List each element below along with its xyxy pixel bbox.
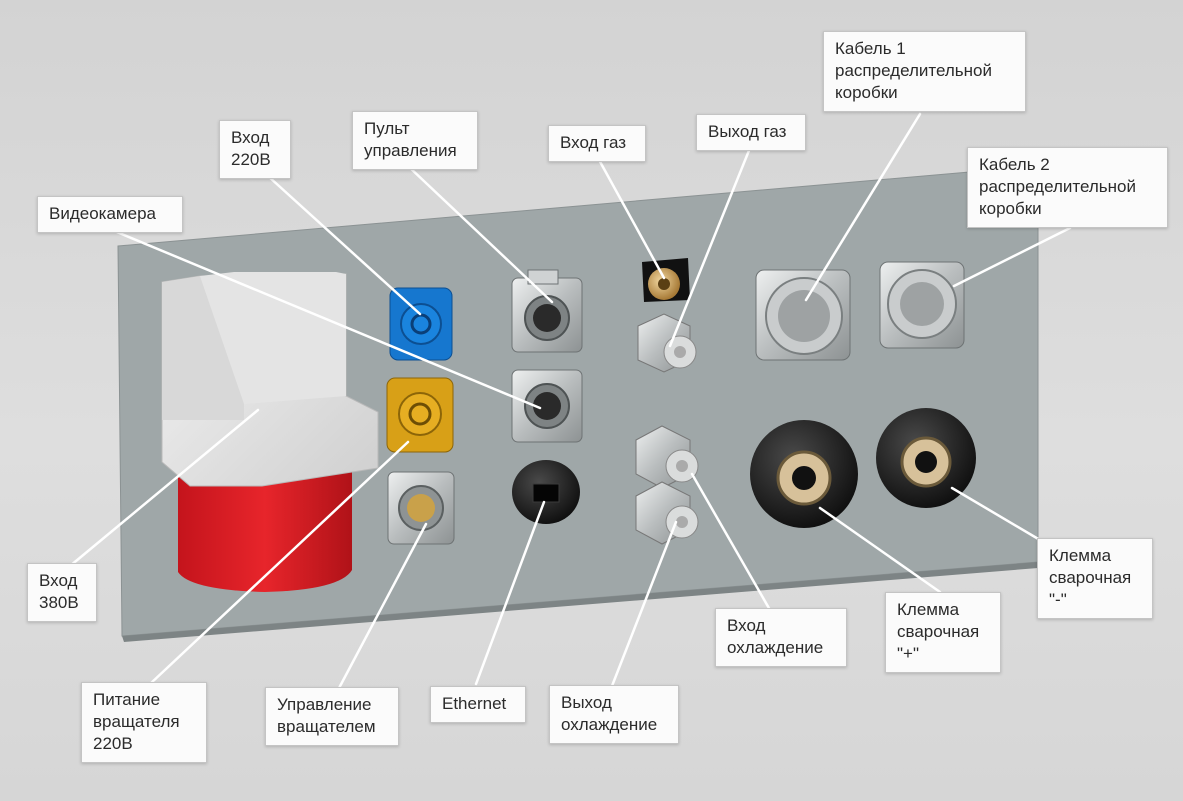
leader-line-vhod-ohl bbox=[690, 472, 772, 612]
connector-video-camera bbox=[511, 369, 583, 443]
label-pult-upravleniya: Пульт управления bbox=[352, 111, 478, 170]
connector-cable-2 bbox=[879, 261, 965, 349]
powercon-yellow bbox=[386, 377, 454, 453]
label-klemma-minus: Клемма сварочная "-" bbox=[1037, 538, 1153, 619]
gas-input-fitting bbox=[642, 258, 690, 302]
label-vyhod-gaz: Выход газ bbox=[696, 114, 806, 151]
leader-line-klemma-plus bbox=[818, 506, 942, 594]
plug-380v bbox=[161, 272, 379, 592]
welding-terminal-plus bbox=[750, 420, 858, 528]
mounting-panel-edge bbox=[122, 562, 1038, 642]
connector-control-panel bbox=[511, 269, 583, 353]
connector-rotator-control bbox=[387, 471, 455, 545]
leader-line-upravlenie bbox=[336, 522, 428, 692]
connector-ethernet bbox=[512, 460, 580, 524]
label-videokamera: Видеокамера bbox=[37, 196, 183, 233]
leader-line-vyhod-gaz bbox=[668, 146, 752, 348]
label-pitanie-vrashchatelya: Питание вращателя 220В bbox=[81, 682, 207, 763]
leader-line-vhod-380 bbox=[68, 408, 260, 568]
leader-line-kabel-2 bbox=[952, 226, 1072, 288]
label-klemma-plus: Клемма сварочная "+" bbox=[885, 592, 1001, 673]
leader-line-ethernet bbox=[474, 500, 546, 686]
leader-line-vhod-gaz bbox=[596, 156, 666, 280]
connector-cable-1 bbox=[755, 269, 851, 361]
label-vyhod-ohlazhdenie: Выход охлаждение bbox=[549, 685, 679, 744]
leader-line-vyhod-ohl bbox=[610, 520, 678, 688]
powercon-blue bbox=[389, 287, 453, 361]
leader-line-vhod-220 bbox=[266, 174, 422, 316]
leader-line-kabel-1 bbox=[804, 112, 922, 302]
label-vhod-220: Вход 220В bbox=[219, 120, 291, 179]
label-vhod-ohlazhdenie: Вход охлаждение bbox=[715, 608, 847, 667]
leader-line-klemma-minus bbox=[950, 486, 1042, 542]
leader-line-videokamera bbox=[110, 228, 542, 410]
welding-terminal-minus bbox=[876, 408, 976, 508]
label-upravlenie-vrashchatelem: Управление вращателем bbox=[265, 687, 399, 746]
label-ethernet: Ethernet bbox=[430, 686, 526, 723]
label-kabel-2: Кабель 2 распределительной коробки bbox=[967, 147, 1168, 228]
label-kabel-1: Кабель 1 распределительной коробки bbox=[823, 31, 1026, 112]
label-vhod-gaz: Вход газ bbox=[548, 125, 646, 162]
leader-line-pult bbox=[406, 164, 554, 304]
cooling-input-fitting bbox=[635, 425, 699, 489]
leader-line-pitanie bbox=[148, 440, 410, 686]
label-vhod-380: Вход 380В bbox=[27, 563, 97, 622]
